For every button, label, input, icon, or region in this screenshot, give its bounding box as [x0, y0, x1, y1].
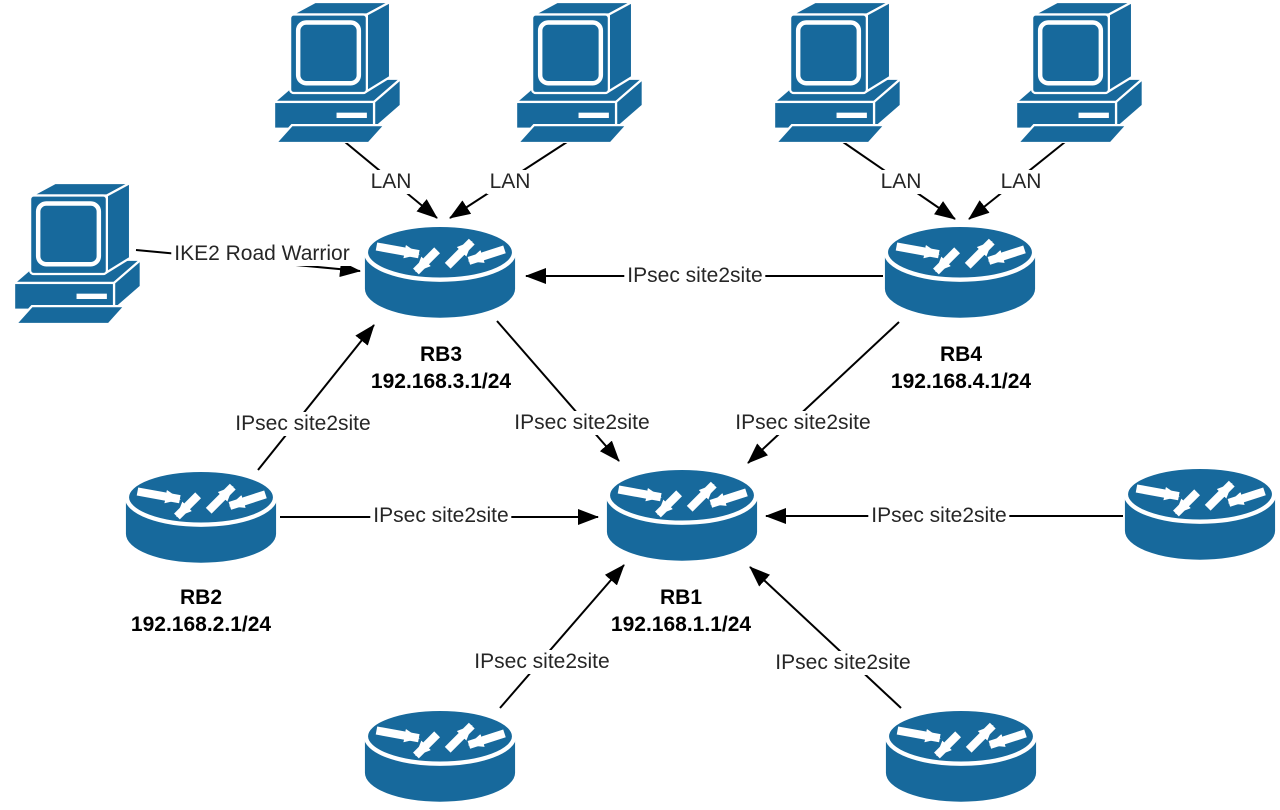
router-name: RB2 — [179, 586, 223, 609]
edge-label-lan-4: LAN — [997, 170, 1045, 194]
edge-label-ipsec-rb3-rb1: IPsec site2site — [511, 411, 653, 435]
edge-label-ipsec-rb2-rb1: IPsec site2site — [370, 504, 512, 528]
edge-rb2-rb3 — [257, 324, 375, 471]
edge-rb4-rb1 — [747, 321, 900, 464]
router-node-rb3 — [363, 223, 517, 320]
workstation-node-2 — [507, 2, 659, 143]
router-ip: 192.168.1.1/24 — [610, 613, 752, 636]
edge-label-road-warrior: IKE2 Road Warrior — [171, 242, 353, 266]
router-name: RB3 — [419, 343, 463, 366]
router-node-remote-bottom-right — [884, 707, 1038, 804]
router-name: RB1 — [659, 586, 703, 609]
edge-label-lan-3: LAN — [877, 170, 925, 194]
edge-rb3-rb1 — [496, 320, 620, 462]
router-label-rb3: RB3 192.168.3.1/24 — [371, 341, 511, 395]
edge-label-ipsec-br-rb1: IPsec site2site — [772, 651, 914, 675]
edge-label-ipsec-right-rb1: IPsec site2site — [868, 504, 1010, 528]
router-label-rb2: RB2 192.168.2.1/24 — [131, 584, 271, 638]
edge-label-lan-2: LAN — [486, 170, 534, 194]
workstation-node-road-warrior — [5, 183, 157, 324]
workstation-node-4 — [1007, 2, 1159, 143]
router-node-rb4 — [883, 223, 1037, 320]
router-ip: 192.168.4.1/24 — [890, 370, 1032, 393]
router-label-rb4: RB4 192.168.4.1/24 — [891, 341, 1031, 395]
router-ip: 192.168.2.1/24 — [130, 613, 272, 636]
workstation-node-1 — [265, 2, 417, 143]
workstation-node-3 — [765, 2, 917, 143]
edge-label-ipsec-rb4-rb1: IPsec site2site — [732, 411, 874, 435]
router-node-rb2 — [124, 468, 278, 565]
edge-label-lan-1: LAN — [367, 170, 415, 194]
router-name: RB4 — [939, 343, 983, 366]
router-node-remote-right — [1123, 465, 1277, 562]
edge-remotebl-rb1 — [499, 564, 625, 709]
router-label-rb1: RB1 192.168.1.1/24 — [611, 584, 751, 638]
edge-remotebr-rb1 — [749, 566, 902, 709]
router-ip: 192.168.3.1/24 — [370, 370, 512, 393]
router-node-remote-bottom-left — [363, 707, 517, 804]
edge-label-ipsec-bl-rb1: IPsec site2site — [471, 650, 613, 674]
edge-label-ipsec-rb4-rb3: IPsec site2site — [624, 264, 766, 288]
edge-label-ipsec-rb2-rb3: IPsec site2site — [232, 412, 374, 436]
router-node-rb1 — [605, 466, 759, 563]
